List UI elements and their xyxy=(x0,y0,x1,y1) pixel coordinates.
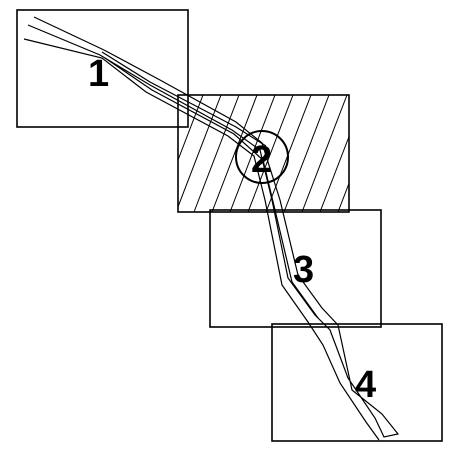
hatch-line xyxy=(247,95,294,212)
box-2 xyxy=(177,94,350,213)
box-1 xyxy=(16,9,189,128)
hatch-line xyxy=(337,182,349,212)
box-4 xyxy=(271,323,443,442)
flow-path xyxy=(23,16,400,441)
hatch-line xyxy=(319,135,349,212)
highlight-circle xyxy=(235,130,289,184)
label-1: 1 xyxy=(88,53,109,95)
box-3 xyxy=(209,209,382,328)
flow-path-line xyxy=(101,51,267,147)
hatch-line xyxy=(193,95,240,212)
hatch-line xyxy=(229,95,276,212)
flow-path-line xyxy=(23,38,380,441)
hatch-line xyxy=(211,95,258,212)
box-2-hatching xyxy=(178,95,349,212)
hatch-line xyxy=(283,95,330,212)
label-4: 4 xyxy=(355,364,376,406)
hatch-line xyxy=(301,95,348,212)
label-3: 3 xyxy=(293,249,314,291)
hatch-line xyxy=(178,95,204,162)
flow-path-line xyxy=(27,16,400,438)
label-2: 2 xyxy=(251,139,272,181)
flow-path-line xyxy=(104,57,319,319)
hatch-line xyxy=(178,95,222,209)
